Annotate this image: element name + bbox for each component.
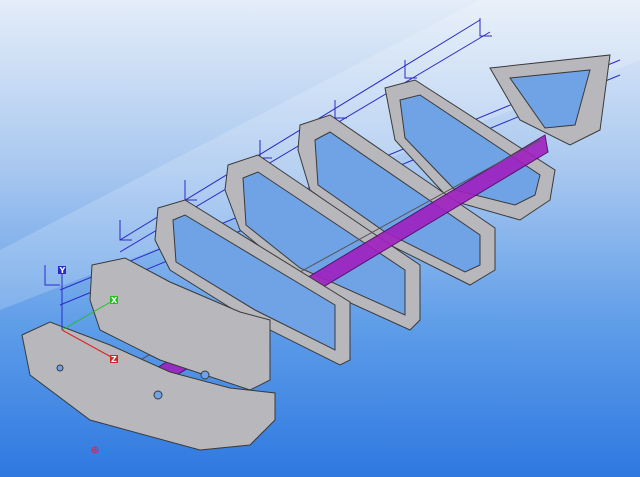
rib-3[interactable] [154,199,351,366]
rib-5[interactable] [297,114,496,286]
z-axis-label: Z [111,355,117,364]
rib-1[interactable] [21,321,276,451]
x-axis-label: X [111,296,118,305]
origin-marker-icon [91,446,99,454]
rib-4[interactable] [224,154,421,331]
z-axis-marker [110,355,118,363]
y-axis-label: Y [59,266,66,275]
x-axis-marker [110,296,118,304]
rib-7[interactable] [489,54,611,146]
y-axis-marker [58,266,66,274]
rib-2[interactable] [89,257,271,391]
axis-triad: Y X Z [58,266,118,364]
